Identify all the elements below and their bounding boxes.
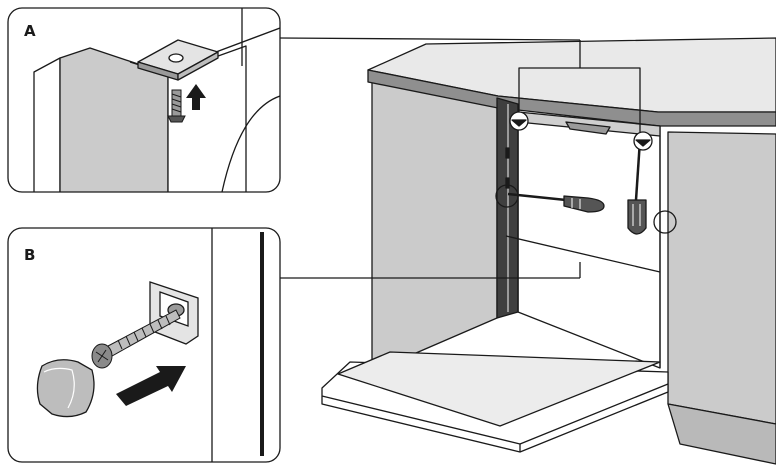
highlight-circle-icon xyxy=(653,210,677,234)
main-scene xyxy=(321,37,776,465)
screw-head-mark xyxy=(635,139,651,147)
panel-a-label: A xyxy=(24,22,36,40)
arrow-up-icon xyxy=(186,84,206,110)
door-curve xyxy=(221,95,280,192)
slot-mark xyxy=(505,177,510,189)
frame-line-mid xyxy=(505,235,661,273)
screwdriver-icon xyxy=(627,139,647,235)
countertop-front-edge xyxy=(367,69,776,127)
door-edge-1 xyxy=(321,395,521,445)
arrow-right-icon xyxy=(116,366,186,406)
screw-head-mark xyxy=(511,119,527,127)
top-bracket-tab xyxy=(565,121,611,135)
bracket-hole xyxy=(168,53,184,63)
callout-bracket xyxy=(518,40,641,132)
left-cabinet-panel xyxy=(371,81,498,373)
right-plinth xyxy=(667,403,776,465)
highlight-circle-icon xyxy=(495,184,519,208)
cabinet-side-face xyxy=(33,57,61,192)
slot-mark xyxy=(505,147,510,159)
callout-line-a xyxy=(279,37,581,41)
panel-b-label: B xyxy=(24,246,35,264)
detail-panel-a: A xyxy=(7,7,281,193)
panel-b-frame xyxy=(7,227,281,463)
door-edge-2 xyxy=(519,383,669,445)
screw-icon xyxy=(167,89,186,123)
mounting-bracket-side xyxy=(177,51,219,81)
appliance-top-panel xyxy=(167,45,247,192)
appliance-door-top xyxy=(337,351,661,427)
screw-icon xyxy=(91,309,181,369)
right-cabinet-panel xyxy=(667,131,776,425)
detail-panel-b: B xyxy=(7,227,281,463)
cover-cap-icon xyxy=(36,359,95,418)
